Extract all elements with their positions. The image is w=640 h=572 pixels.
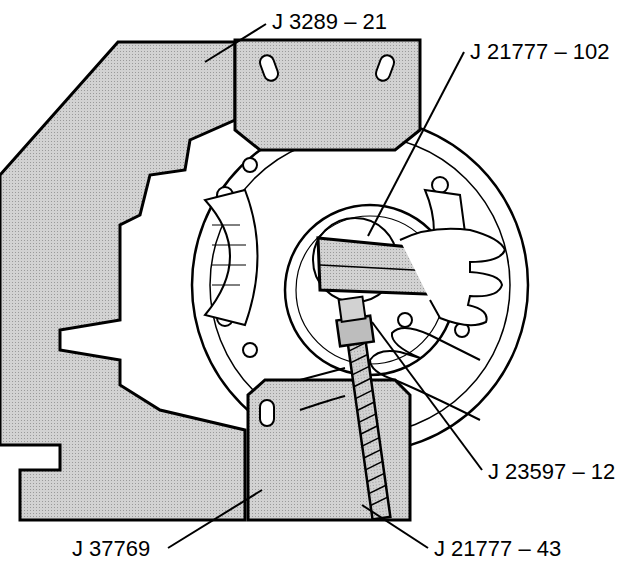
bearing-cap (205, 190, 258, 325)
callout-label: J 23597 – 12 (486, 460, 617, 484)
fixture-slots (258, 53, 396, 82)
leader-line (362, 505, 428, 548)
leader-line (372, 322, 482, 470)
hand (400, 229, 505, 325)
leader-line (368, 52, 464, 236)
callout-label: J 21777 – 43 (432, 537, 563, 561)
leader-lines (168, 24, 482, 548)
threaded-rod (334, 296, 399, 521)
fixture-bar (235, 40, 420, 150)
hand (300, 328, 480, 420)
leader-line (168, 490, 262, 548)
callout-label: J 21777 – 102 (468, 40, 611, 64)
callout-label: J 37769 (70, 537, 152, 561)
cap-shading (212, 225, 246, 285)
callout-label: J 3289 – 21 (270, 10, 389, 34)
fixture-slots (260, 400, 274, 426)
leader-line (205, 24, 266, 62)
